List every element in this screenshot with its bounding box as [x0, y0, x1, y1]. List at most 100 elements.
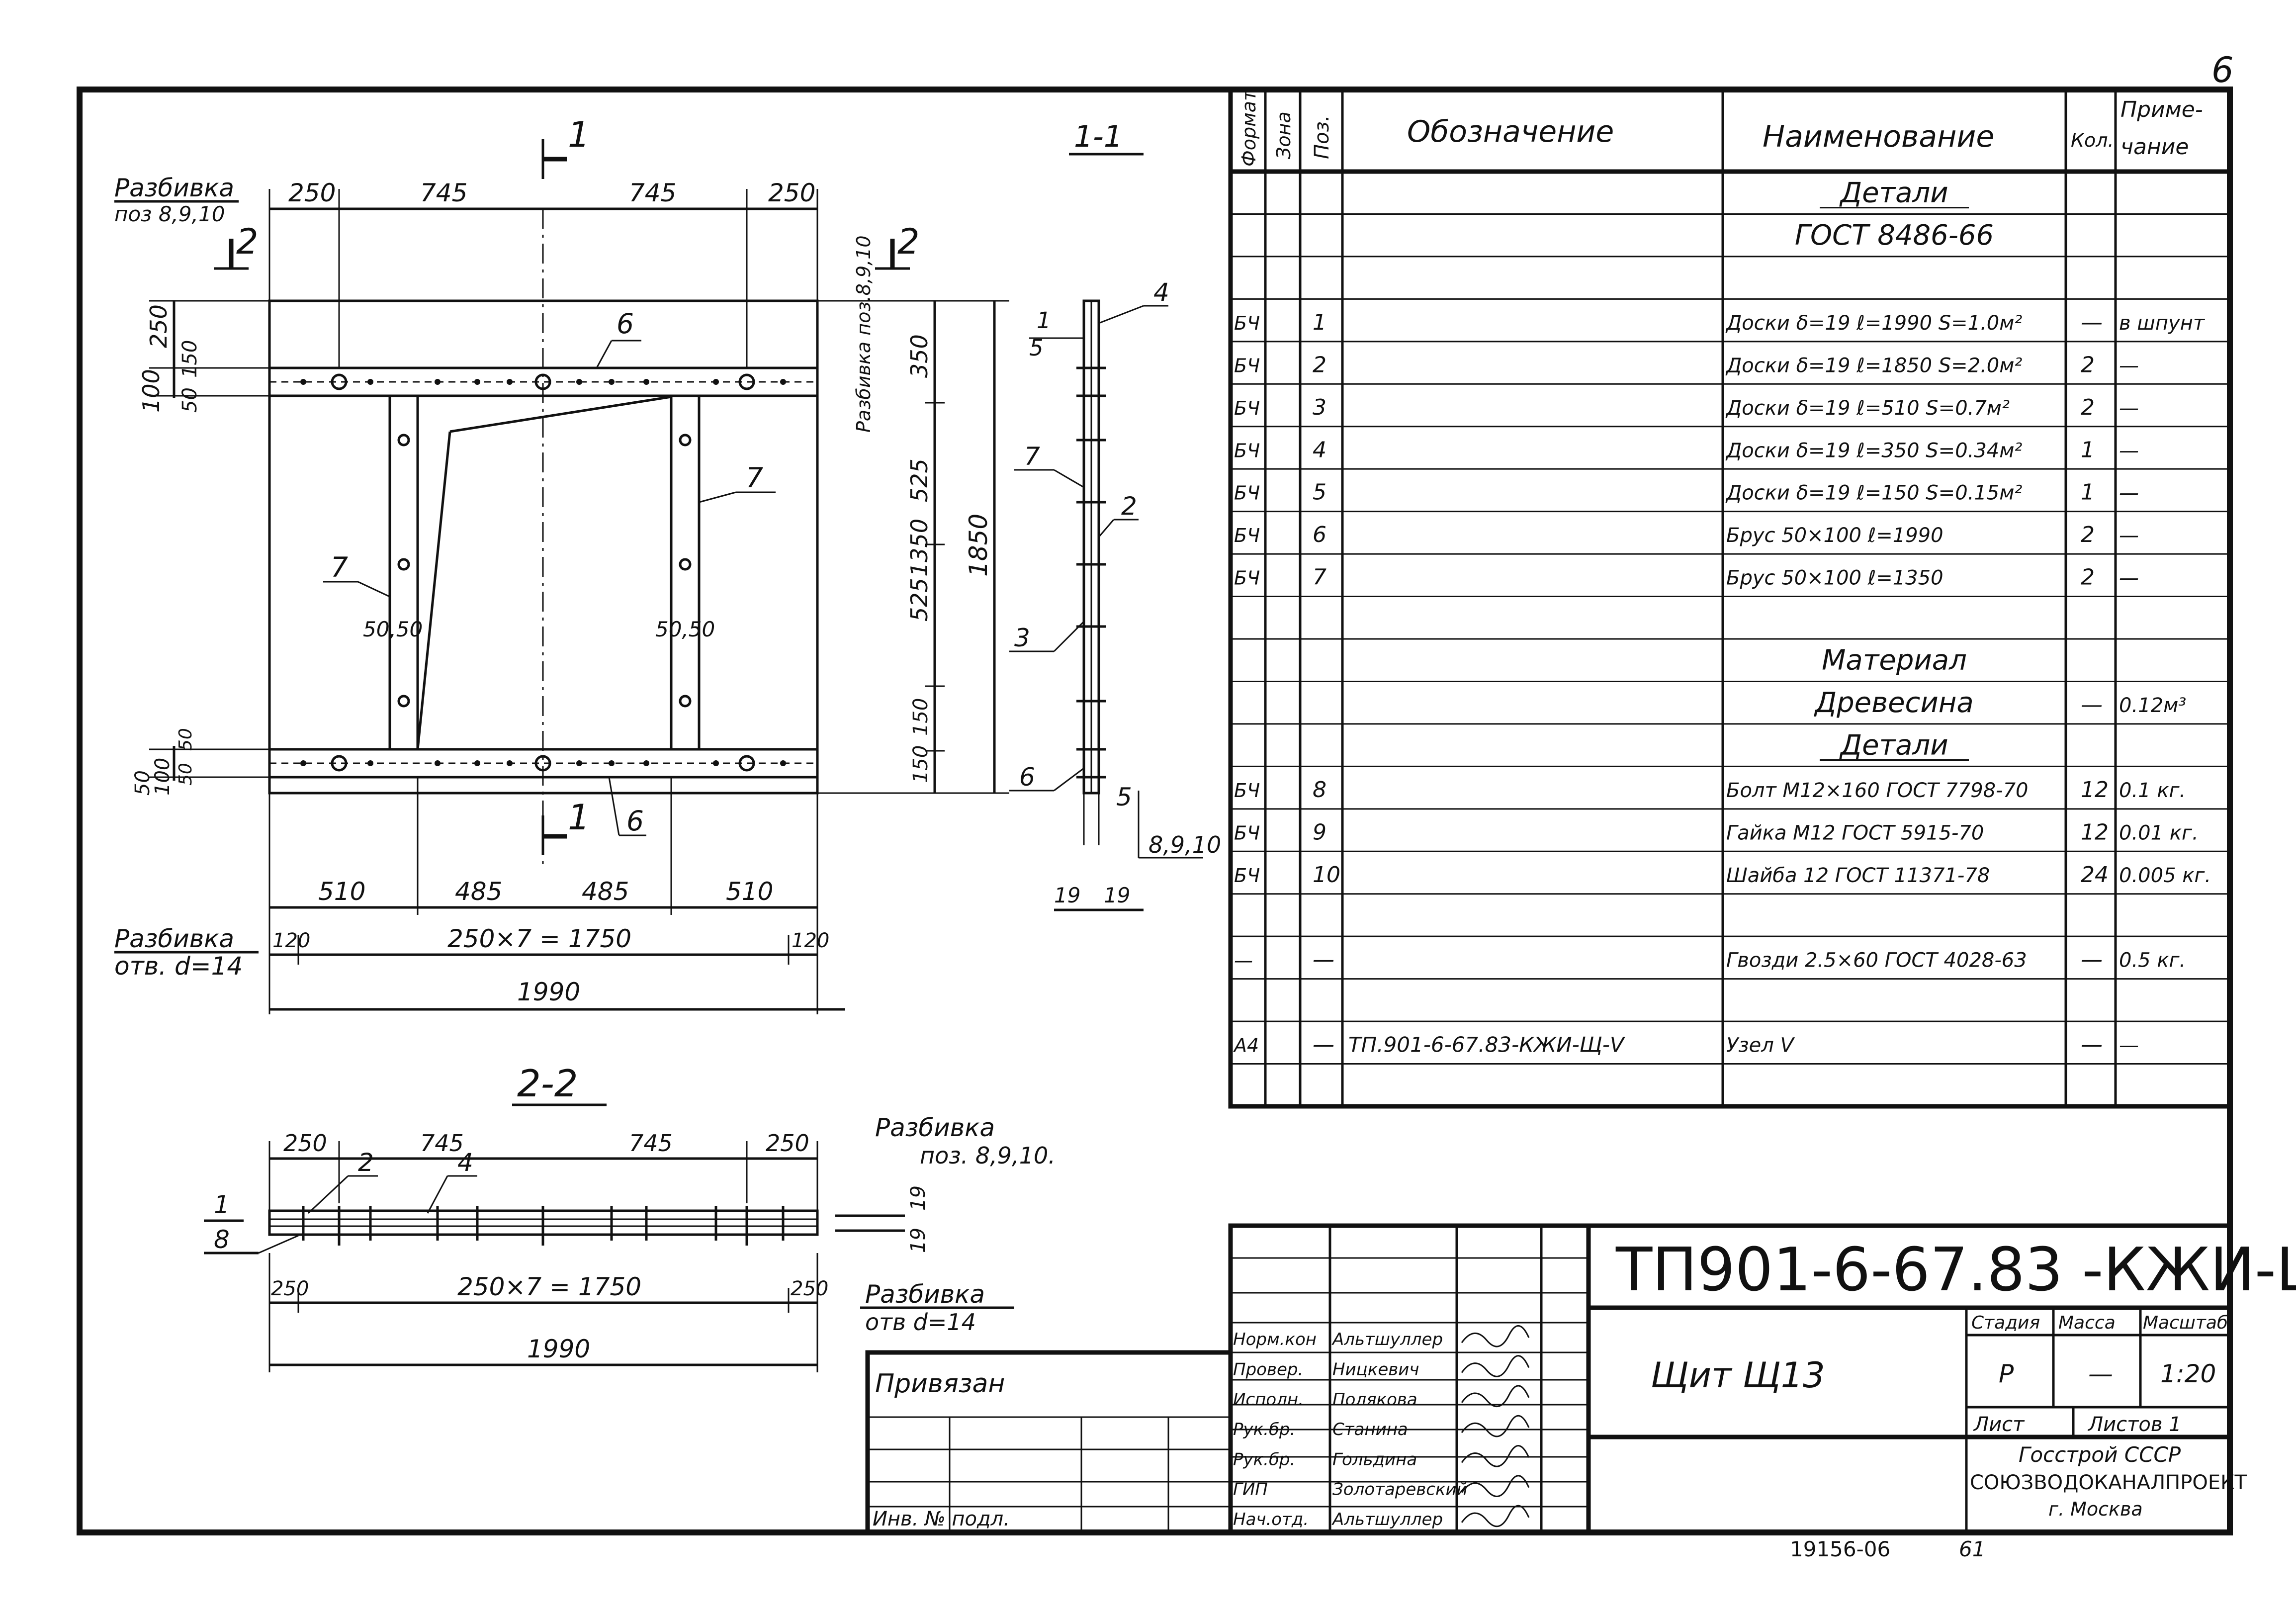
signature-mark: [1461, 1415, 1530, 1437]
role-label: Исполн.: [1233, 1390, 1304, 1410]
spec-cell-note: —: [2119, 439, 2139, 462]
spec-cell-qty: 2: [2081, 522, 2095, 547]
stage-header: Стадия: [1971, 1313, 2040, 1333]
spec-cell-name: Древесина: [1813, 687, 1973, 719]
right-dim-1350: 1350: [906, 519, 933, 577]
spec-cell-pos: 7: [1313, 565, 1326, 590]
signature-mark: [1461, 1325, 1530, 1347]
s22-callout-4: 4: [457, 1148, 473, 1177]
s22-callout-8: 8: [214, 1225, 230, 1254]
side-callout-5b: 5: [1116, 783, 1132, 811]
spec-cell-name: Детали: [1839, 729, 1948, 761]
archive-number: 19156-06: [1790, 1537, 1890, 1561]
spec-cell-format: БЧ: [1234, 312, 1260, 334]
right-dim-150a: 150: [909, 698, 932, 736]
s22-callout-1: 1: [214, 1190, 230, 1219]
spec-cell-note: —: [2119, 567, 2139, 590]
spec-cell-note: —: [2119, 354, 2139, 377]
spec-cell-qty: 1: [2081, 480, 2095, 505]
spec-cell-note: 0.1 кг.: [2119, 779, 2186, 802]
spec-cell-note: —: [2119, 1034, 2139, 1057]
role-label: Нач.отд.: [1233, 1510, 1309, 1529]
section-1-1: 1-1 1 5 4 7 2 3 6 5 8,9,10: [1009, 119, 1221, 911]
side-thick-19b: 19: [1104, 883, 1130, 907]
right-dim-525b: 525: [906, 578, 933, 622]
spec-cell-format: БЧ: [1234, 567, 1260, 589]
spec-cell-pos: —: [1313, 947, 1334, 973]
spec-cell-note: 0.005 кг.: [2119, 864, 2211, 887]
spec-cell-qty: 12: [2081, 819, 2109, 845]
spec-cell-note: —: [2119, 482, 2139, 505]
s22-dim-250a: 250: [283, 1130, 327, 1157]
bottom-bolt-holes: [300, 755, 786, 772]
stud-holes: [397, 434, 692, 708]
spec-cell-format: БЧ: [1234, 440, 1260, 461]
spec-cell-qty: 2: [2081, 565, 2095, 590]
spec-cell-qty: 12: [2081, 777, 2109, 803]
section-2-2-title: 2-2: [517, 1062, 578, 1105]
spec-cell-qty: 24: [2081, 862, 2109, 888]
spec-cell-qty: 2: [2081, 352, 2095, 377]
left-dim-bot-50: 50: [131, 770, 154, 796]
th-format: Формат: [1238, 89, 1260, 167]
hole-dim-1750: 250×7 = 1750: [447, 924, 631, 953]
side-thick-19a: 19: [1054, 883, 1080, 907]
s22-razbivka-pos: поз. 8,9,10.: [920, 1142, 1056, 1169]
section-mark-1-bottom: 1: [568, 797, 590, 838]
callout-6-top: 6: [617, 308, 634, 340]
object-name: Щит Щ13: [1651, 1355, 1825, 1396]
overall-width: 1990: [517, 978, 580, 1006]
role-label: Рук.бр.: [1233, 1420, 1295, 1439]
s22-razbivka: Разбивка: [875, 1113, 995, 1142]
role-label: ГИП: [1233, 1480, 1268, 1500]
section-mark-2-left: 2: [236, 221, 259, 262]
spec-cell-pos: 10: [1313, 862, 1340, 888]
left-dim-bot-50b: 50: [176, 763, 196, 786]
role-name: Полякова: [1332, 1390, 1417, 1410]
side-callout-1: 1: [1037, 307, 1051, 334]
left-dim-250: 250: [145, 304, 172, 348]
spec-cell-pos: 5: [1313, 480, 1326, 505]
spec-cell-name: Доски δ=19 ℓ=150 S=0.15м²: [1725, 482, 2022, 505]
right-dim-150b: 150: [909, 745, 932, 783]
spec-cell-format: БЧ: [1234, 482, 1260, 504]
hole-dim-120a: 120: [272, 929, 310, 952]
spec-cell-format: БЧ: [1234, 822, 1260, 844]
spec-cell-name: Доски δ=19 ℓ=1990 S=1.0м²: [1725, 312, 2022, 335]
side-callout-2: 2: [1121, 492, 1137, 521]
s22-overall: 1990: [527, 1335, 590, 1363]
role-name: Золотаревский: [1332, 1480, 1468, 1500]
section-mark-2-right: 2: [897, 221, 920, 262]
spec-cell-pos: —: [1313, 1032, 1334, 1058]
side-callout-3: 3: [1014, 624, 1030, 652]
top-dim-2: 745: [420, 179, 467, 207]
spec-cell-format: БЧ: [1234, 397, 1260, 419]
spec-cell-format: А4: [1233, 1035, 1259, 1057]
footer-page: 61: [1959, 1537, 1985, 1561]
spec-cell-format: БЧ: [1234, 865, 1260, 887]
role-name: Ницкевич: [1332, 1360, 1419, 1380]
section-2-2: 2-2 250 745 745 250 Разбивка поз. 8,9,10…: [204, 1062, 1056, 1372]
spec-cell-name: Гвозди 2.5×60 ГОСТ 4028-63: [1726, 949, 2027, 972]
spec-cell-format: БЧ: [1234, 525, 1260, 546]
bottom-dim-510b: 510: [726, 877, 773, 906]
side-callout-7: 7: [1024, 442, 1040, 471]
org-line-3: г. Москва: [2048, 1498, 2143, 1520]
left-stud: [388, 394, 419, 751]
s22-right-19b: 19: [907, 1228, 930, 1253]
th-pos: Поз.: [1311, 115, 1333, 159]
spec-cell-note: 0.5 кг.: [2119, 949, 2186, 972]
s22-bolts: [302, 1206, 785, 1246]
left-dim-50: 50: [178, 387, 201, 413]
role-label: Провер.: [1233, 1360, 1303, 1380]
spec-cell-name: Гайка М12 ГОСТ 5915-70: [1726, 821, 1984, 844]
spec-cell-name: Узел V: [1726, 1034, 1795, 1057]
stage-value: Р: [1999, 1359, 2014, 1388]
s22-dim-250b: 250: [766, 1130, 809, 1157]
spec-cell-note: 0.12м³: [2119, 694, 2186, 717]
s22-bot-250b: 250: [791, 1277, 828, 1300]
spec-cell-name: Шайба 12 ГОСТ 11371-78: [1726, 864, 1990, 887]
callout-6-bottom: 6: [626, 805, 644, 837]
spec-cell-format: —: [1234, 950, 1253, 972]
role-name: Гольдина: [1332, 1449, 1417, 1469]
